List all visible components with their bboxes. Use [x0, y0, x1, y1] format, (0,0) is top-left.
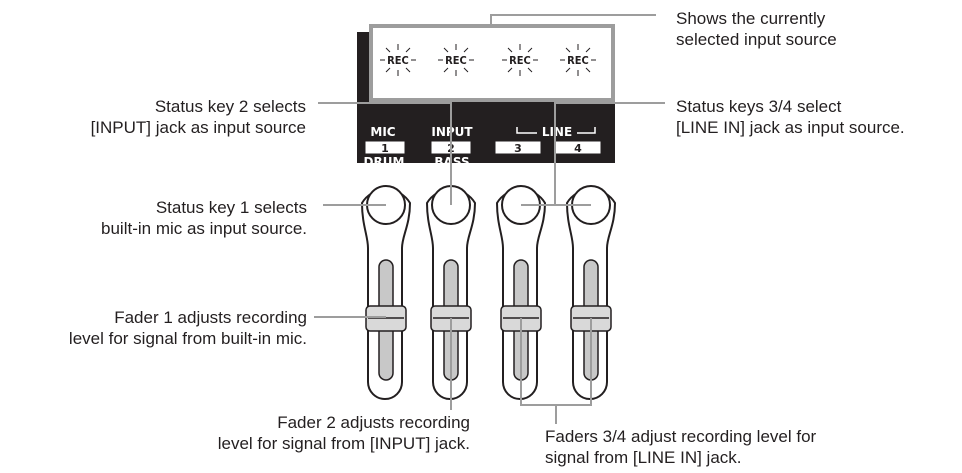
leader-lines [314, 14, 665, 424]
callout-status-key-2-line-1: Status key 2 selects [154, 97, 306, 116]
callout-display-line-1: Shows the currently [676, 9, 826, 28]
callout-display: Shows the currently selected input sourc… [676, 8, 837, 50]
callout-fader-2: Fader 2 adjusts recording level for sign… [218, 412, 470, 454]
key-number-4: 4 [574, 142, 582, 155]
rec-indicator-1: REC [380, 44, 416, 76]
callout-status-keys-34-line-1: Status keys 3/4 select [676, 97, 842, 116]
rec-label-4: REC [567, 54, 589, 67]
callout-display-line-2: selected input source [676, 30, 837, 49]
rec-indicator-4: REC [560, 44, 596, 76]
panel-label-mic: MIC [370, 125, 395, 139]
callout-status-keys-34: Status keys 3/4 select [LINE IN] jack as… [676, 96, 905, 138]
callout-faders-34: Faders 3/4 adjust recording level for si… [545, 426, 816, 468]
display-window [370, 25, 614, 101]
callout-fader-1-line-1: Fader 1 adjusts recording [114, 308, 307, 327]
line-bracket [516, 127, 596, 134]
callout-status-key-1: Status key 1 selects built-in mic as inp… [101, 197, 307, 239]
display-panel: REC REC REC [357, 24, 615, 169]
panel-label-drum: DRUM [364, 155, 405, 169]
rec-label-1: REC [387, 54, 409, 67]
callout-status-key-2: Status key 2 selects [INPUT] jack as inp… [91, 96, 306, 138]
panel-label-line: LINE [542, 125, 572, 139]
callout-status-key-2-line-2: [INPUT] jack as input source [90, 118, 306, 137]
channel-1 [360, 185, 412, 400]
callout-fader-1-line-2: level for signal from built-in mic. [68, 329, 307, 348]
panel-label-input: INPUT [431, 125, 473, 139]
callout-status-key-1-line-2: built-in mic as input source. [101, 219, 307, 238]
key-number-3: 3 [514, 142, 522, 155]
rec-label-2: REC [445, 54, 467, 67]
rec-indicator-2: REC [438, 44, 474, 76]
callout-fader-2-line-1: Fader 2 adjusts recording [277, 413, 470, 432]
callout-faders-34-line-1: Faders 3/4 adjust recording level for [545, 427, 817, 446]
callout-status-keys-34-line-2: [LINE IN] jack as input source. [676, 118, 905, 137]
leader-status-key-2 [318, 102, 452, 205]
callout-fader-2-line-2: level for signal from [INPUT] jack. [217, 434, 470, 453]
callout-faders-34-line-2: signal from [LINE IN] jack. [545, 448, 742, 467]
key-box-3 [495, 141, 541, 154]
key-box-1 [365, 141, 405, 154]
callout-status-key-1-line-1: Status key 1 selects [155, 198, 307, 217]
callout-fader-1: Fader 1 adjusts recording level for sign… [69, 307, 307, 349]
leader-status-keys-34 [554, 102, 665, 205]
rec-label-3: REC [509, 54, 531, 67]
leader-display [490, 14, 656, 26]
key-number-1: 1 [381, 142, 389, 155]
rec-indicator-3: REC [502, 44, 538, 76]
